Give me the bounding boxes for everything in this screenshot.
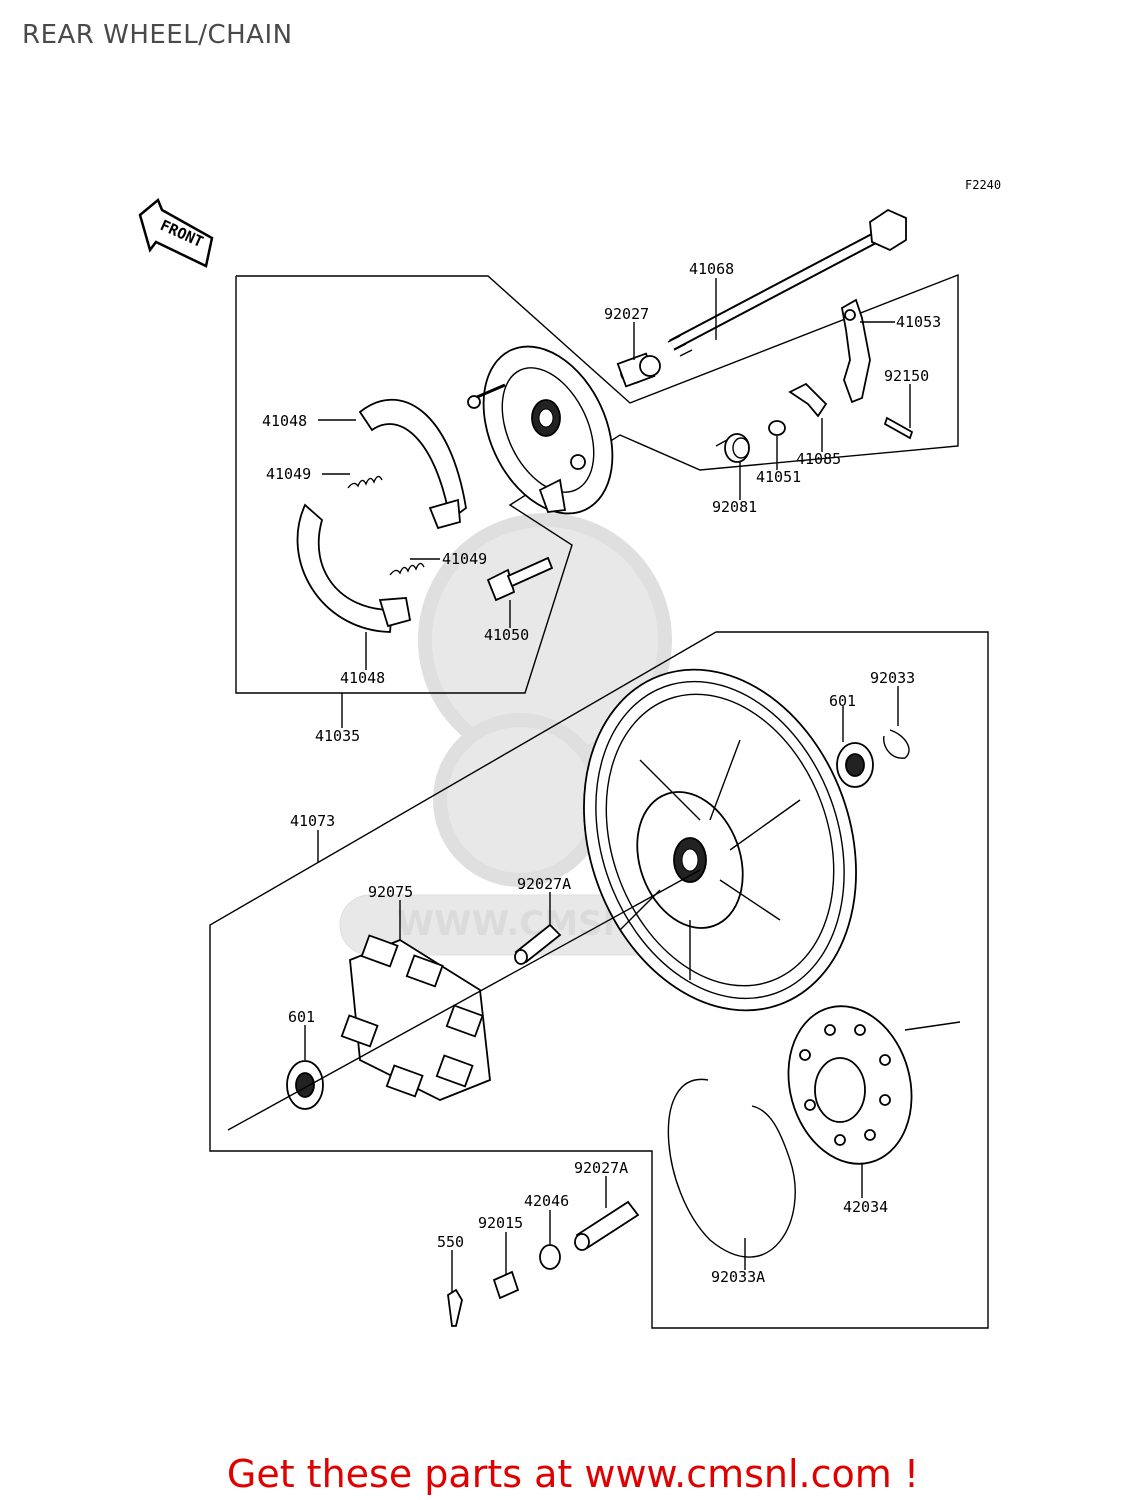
bearing-upper-part <box>836 742 874 788</box>
bolt-part <box>883 416 914 440</box>
part-label-92027A-bottom[interactable]: 92027A <box>574 1159 628 1177</box>
wheel-group-outline <box>209 631 989 1329</box>
brake-shoe-upper-part <box>358 398 467 530</box>
part-label-41051[interactable]: 41051 <box>756 468 801 486</box>
washer-part <box>768 420 786 436</box>
camshaft-part <box>486 556 554 602</box>
part-label-42034[interactable]: 42034 <box>843 1198 888 1216</box>
hub-damper-part <box>340 934 491 1101</box>
wear-indicator-part <box>788 382 828 418</box>
brake-group-outline <box>235 273 959 694</box>
part-label-92033[interactable]: 92033 <box>870 669 915 687</box>
bearing-lower-part <box>286 1060 324 1110</box>
part-label-42046[interactable]: 42046 <box>524 1192 569 1210</box>
torsion-spring-part <box>715 433 750 463</box>
collar-part <box>514 923 562 965</box>
front-arrow-icon: FRONT <box>138 197 214 268</box>
brake-shoe-lower-part <box>296 503 412 633</box>
part-label-92033A[interactable]: 92033A <box>711 1268 765 1286</box>
part-label-41073[interactable]: 41073 <box>290 812 335 830</box>
part-label-41049-upper[interactable]: 41049 <box>266 465 311 483</box>
axle-nut-part <box>492 1270 520 1300</box>
part-label-41068[interactable]: 41068 <box>689 260 734 278</box>
part-label-92015[interactable]: 92015 <box>478 1214 523 1232</box>
part-label-41048-upper[interactable]: 41048 <box>262 412 307 430</box>
washer-2-part <box>539 1244 561 1270</box>
circlip-part <box>883 729 910 759</box>
part-label-41035[interactable]: 41035 <box>315 727 360 745</box>
leader-lines <box>304 278 911 1292</box>
figure-code: F2240 <box>965 178 1001 192</box>
page-title: REAR WHEEL/CHAIN <box>22 20 293 50</box>
part-label-41085[interactable]: 41085 <box>796 450 841 468</box>
part-label-601-lower[interactable]: 601 <box>288 1008 315 1026</box>
part-label-41048-lower[interactable]: 41048 <box>340 669 385 687</box>
part-label-92075[interactable]: 92075 <box>368 883 413 901</box>
part-label-92027A[interactable]: 92027A <box>517 875 571 893</box>
brake-lever-part <box>841 298 871 404</box>
part-label-92081[interactable]: 92081 <box>712 498 757 516</box>
part-label-550[interactable]: 550 <box>437 1233 464 1251</box>
shoe-spring-upper-part <box>347 475 383 489</box>
spacer-part <box>616 352 661 388</box>
rear-wheel-part <box>583 668 857 1012</box>
brake-panel-part <box>467 345 614 515</box>
part-label-41053[interactable]: 41053 <box>896 313 941 331</box>
part-label-41049-lower[interactable]: 41049 <box>442 550 487 568</box>
cotter-pin-part <box>447 1288 463 1327</box>
axle-part <box>667 208 907 357</box>
sprocket-part <box>787 1005 913 1165</box>
footer-link[interactable]: Get these parts at www.cmsnl.com ! <box>226 1452 920 1496</box>
sprocket-circlip-part <box>667 1078 796 1258</box>
part-label-601-upper[interactable]: 601 <box>829 692 856 710</box>
shoe-spring-lower-part <box>389 562 425 576</box>
part-label-41050[interactable]: 41050 <box>484 626 529 644</box>
collar-2-part <box>574 1200 640 1251</box>
part-label-92150[interactable]: 92150 <box>884 367 929 385</box>
part-label-92027[interactable]: 92027 <box>604 305 649 323</box>
